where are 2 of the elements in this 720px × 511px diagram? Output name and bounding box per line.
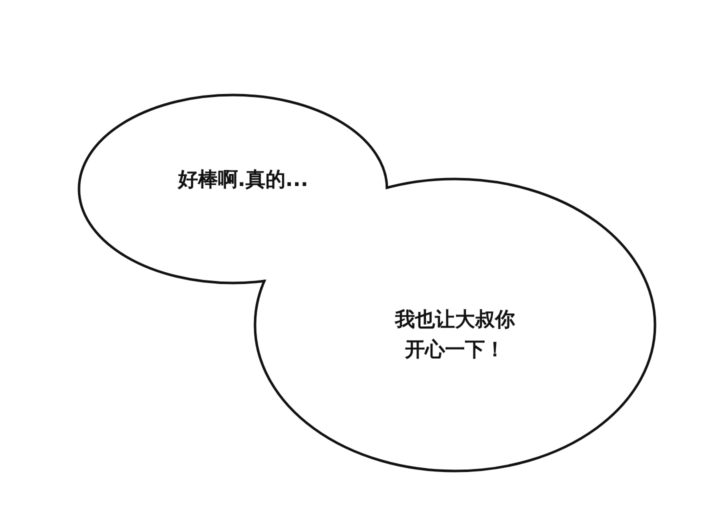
dialogue-text: 好棒啊.真的... — [176, 166, 310, 193]
dialogue-text: 我也让大叔你开心一下！ — [394, 306, 516, 363]
